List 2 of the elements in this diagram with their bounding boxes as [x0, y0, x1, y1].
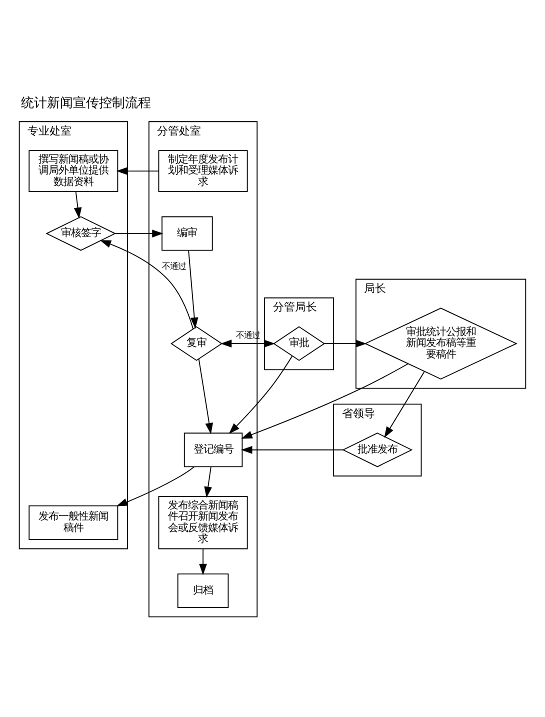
diagram-title: 统计新闻宣传控制流程 [20, 96, 151, 111]
edge-label: 不通过 [162, 261, 186, 272]
